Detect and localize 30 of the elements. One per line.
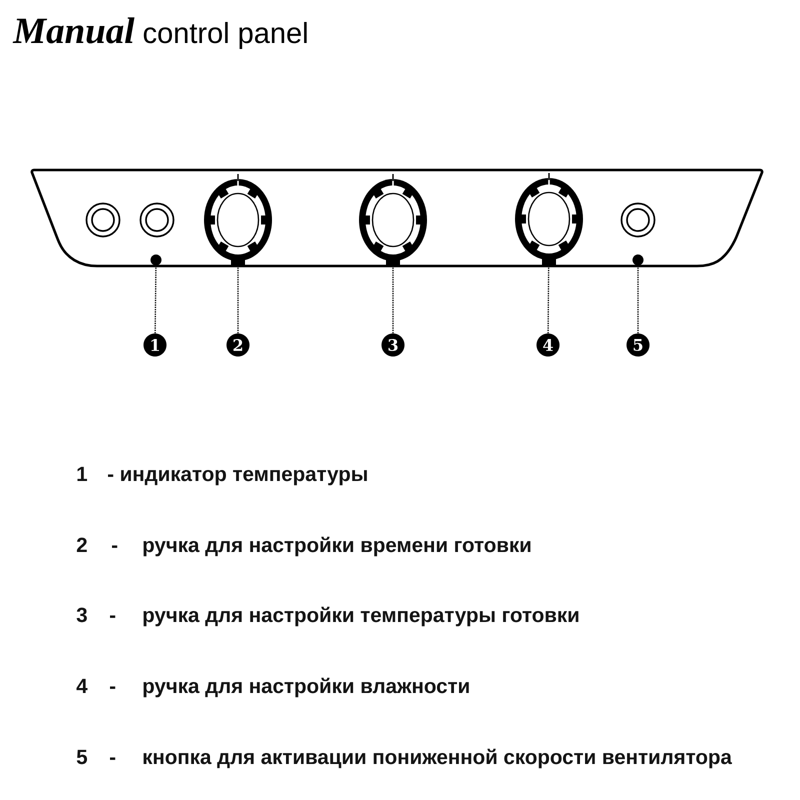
callout-number: 4	[536, 334, 560, 356]
item-description: ручка для настройки температуры готовки	[144, 606, 578, 626]
callout-number: 3	[382, 334, 404, 356]
marker-dot	[632, 254, 644, 266]
leader-line	[547, 266, 550, 334]
callout-number: 1	[144, 334, 166, 356]
leader-line	[637, 266, 639, 334]
title: Manual control panel	[12, 17, 307, 49]
knob	[359, 174, 427, 267]
marker-dot	[150, 254, 162, 266]
item-number: 4	[76, 678, 88, 693]
list-dash: -	[110, 615, 116, 618]
item-description: ручка для настройки времени готовки	[144, 536, 530, 556]
item-description: - индикатор температуры	[108, 470, 367, 486]
list-dash: -	[110, 686, 116, 689]
callout-number: 2	[226, 334, 250, 356]
knob	[204, 174, 272, 267]
item-description: кнопка для активации пониженной скорости вентилятора	[144, 748, 732, 768]
item-number: 1	[77, 466, 88, 481]
leader-line	[154, 266, 157, 334]
item-number: 2	[76, 538, 87, 552]
item-number: 3	[76, 608, 87, 622]
knob	[515, 173, 583, 266]
item-description: ручка для настройки влажности	[144, 678, 469, 698]
item-number: 5	[76, 750, 88, 764]
callout-number: 5	[626, 334, 650, 356]
list-dash: -	[110, 757, 116, 760]
list-dash: -	[112, 545, 118, 548]
leader-line	[237, 267, 239, 334]
leader-line	[392, 267, 394, 334]
